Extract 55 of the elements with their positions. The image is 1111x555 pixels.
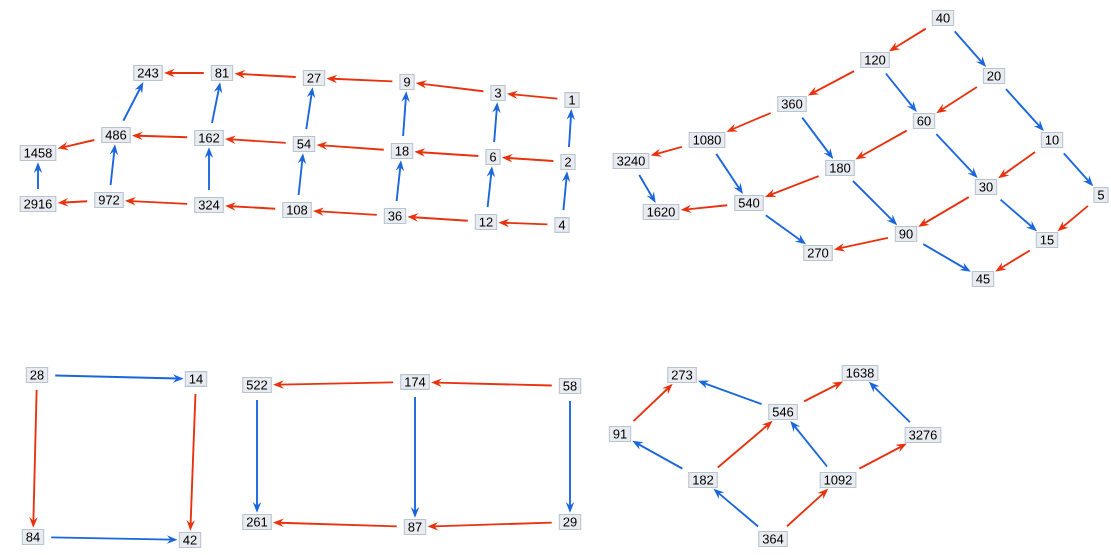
number-box: 10 [1040, 132, 1064, 148]
number-box: 81 [210, 64, 234, 81]
number-box: 546 [768, 404, 798, 420]
number-box: 40 [931, 10, 955, 26]
number-box: 486 [101, 126, 131, 143]
number-box: 261 [242, 514, 272, 530]
number-box: 1080 [688, 132, 726, 148]
number-box: 174 [400, 374, 430, 390]
number-box: 54 [292, 136, 316, 152]
number-box: 45 [971, 271, 995, 287]
number-box: 273 [667, 367, 697, 383]
number-box: 3 [490, 85, 506, 101]
number-box: 91 [608, 426, 632, 442]
number-box: 28 [25, 367, 49, 383]
number-box: 540 [734, 195, 764, 211]
number-box: 1458 [19, 145, 57, 161]
number-box: 360 [777, 95, 807, 112]
number-box: 36 [383, 208, 407, 224]
number-box: 270 [803, 245, 833, 261]
number-box: 5 [1093, 187, 1109, 203]
number-box: 1092 [819, 472, 857, 488]
number-box: 972 [94, 192, 124, 208]
number-box: 90 [894, 226, 918, 242]
number-box: 20 [982, 68, 1006, 84]
number-box: 162 [194, 129, 224, 146]
number-box: 108 [282, 202, 312, 218]
number-box: 15 [1035, 232, 1059, 248]
number-box: 364 [758, 531, 788, 547]
number-box: 14 [184, 371, 208, 387]
number-box: 4 [554, 217, 570, 233]
number-box: 18 [390, 142, 414, 159]
number-box: 9 [399, 74, 415, 90]
number-box: 3276 [904, 427, 942, 443]
number-box: 243 [133, 64, 163, 81]
number-box: 1 [564, 92, 580, 108]
number-box: 2916 [19, 196, 57, 212]
number-box: 180 [825, 159, 855, 176]
number-box: 120 [860, 51, 890, 68]
number-box: 12 [474, 214, 498, 230]
number-box: 58 [558, 378, 582, 394]
number-box: 60 [912, 112, 936, 129]
number-box: 87 [403, 519, 427, 535]
number-box: 1638 [841, 365, 879, 381]
number-box: 30 [974, 179, 998, 195]
number-box: 1620 [642, 203, 680, 220]
number-box: 522 [242, 377, 272, 393]
number-box: 2 [560, 154, 576, 170]
number-box: 84 [21, 529, 45, 545]
number-box: 182 [688, 472, 718, 488]
number-box: 6 [485, 149, 501, 165]
number-box: 27 [302, 70, 326, 86]
number-box: 3240 [612, 152, 650, 169]
number-box: 42 [178, 532, 202, 548]
number-box: 29 [558, 514, 582, 530]
number-box: 324 [194, 196, 224, 213]
